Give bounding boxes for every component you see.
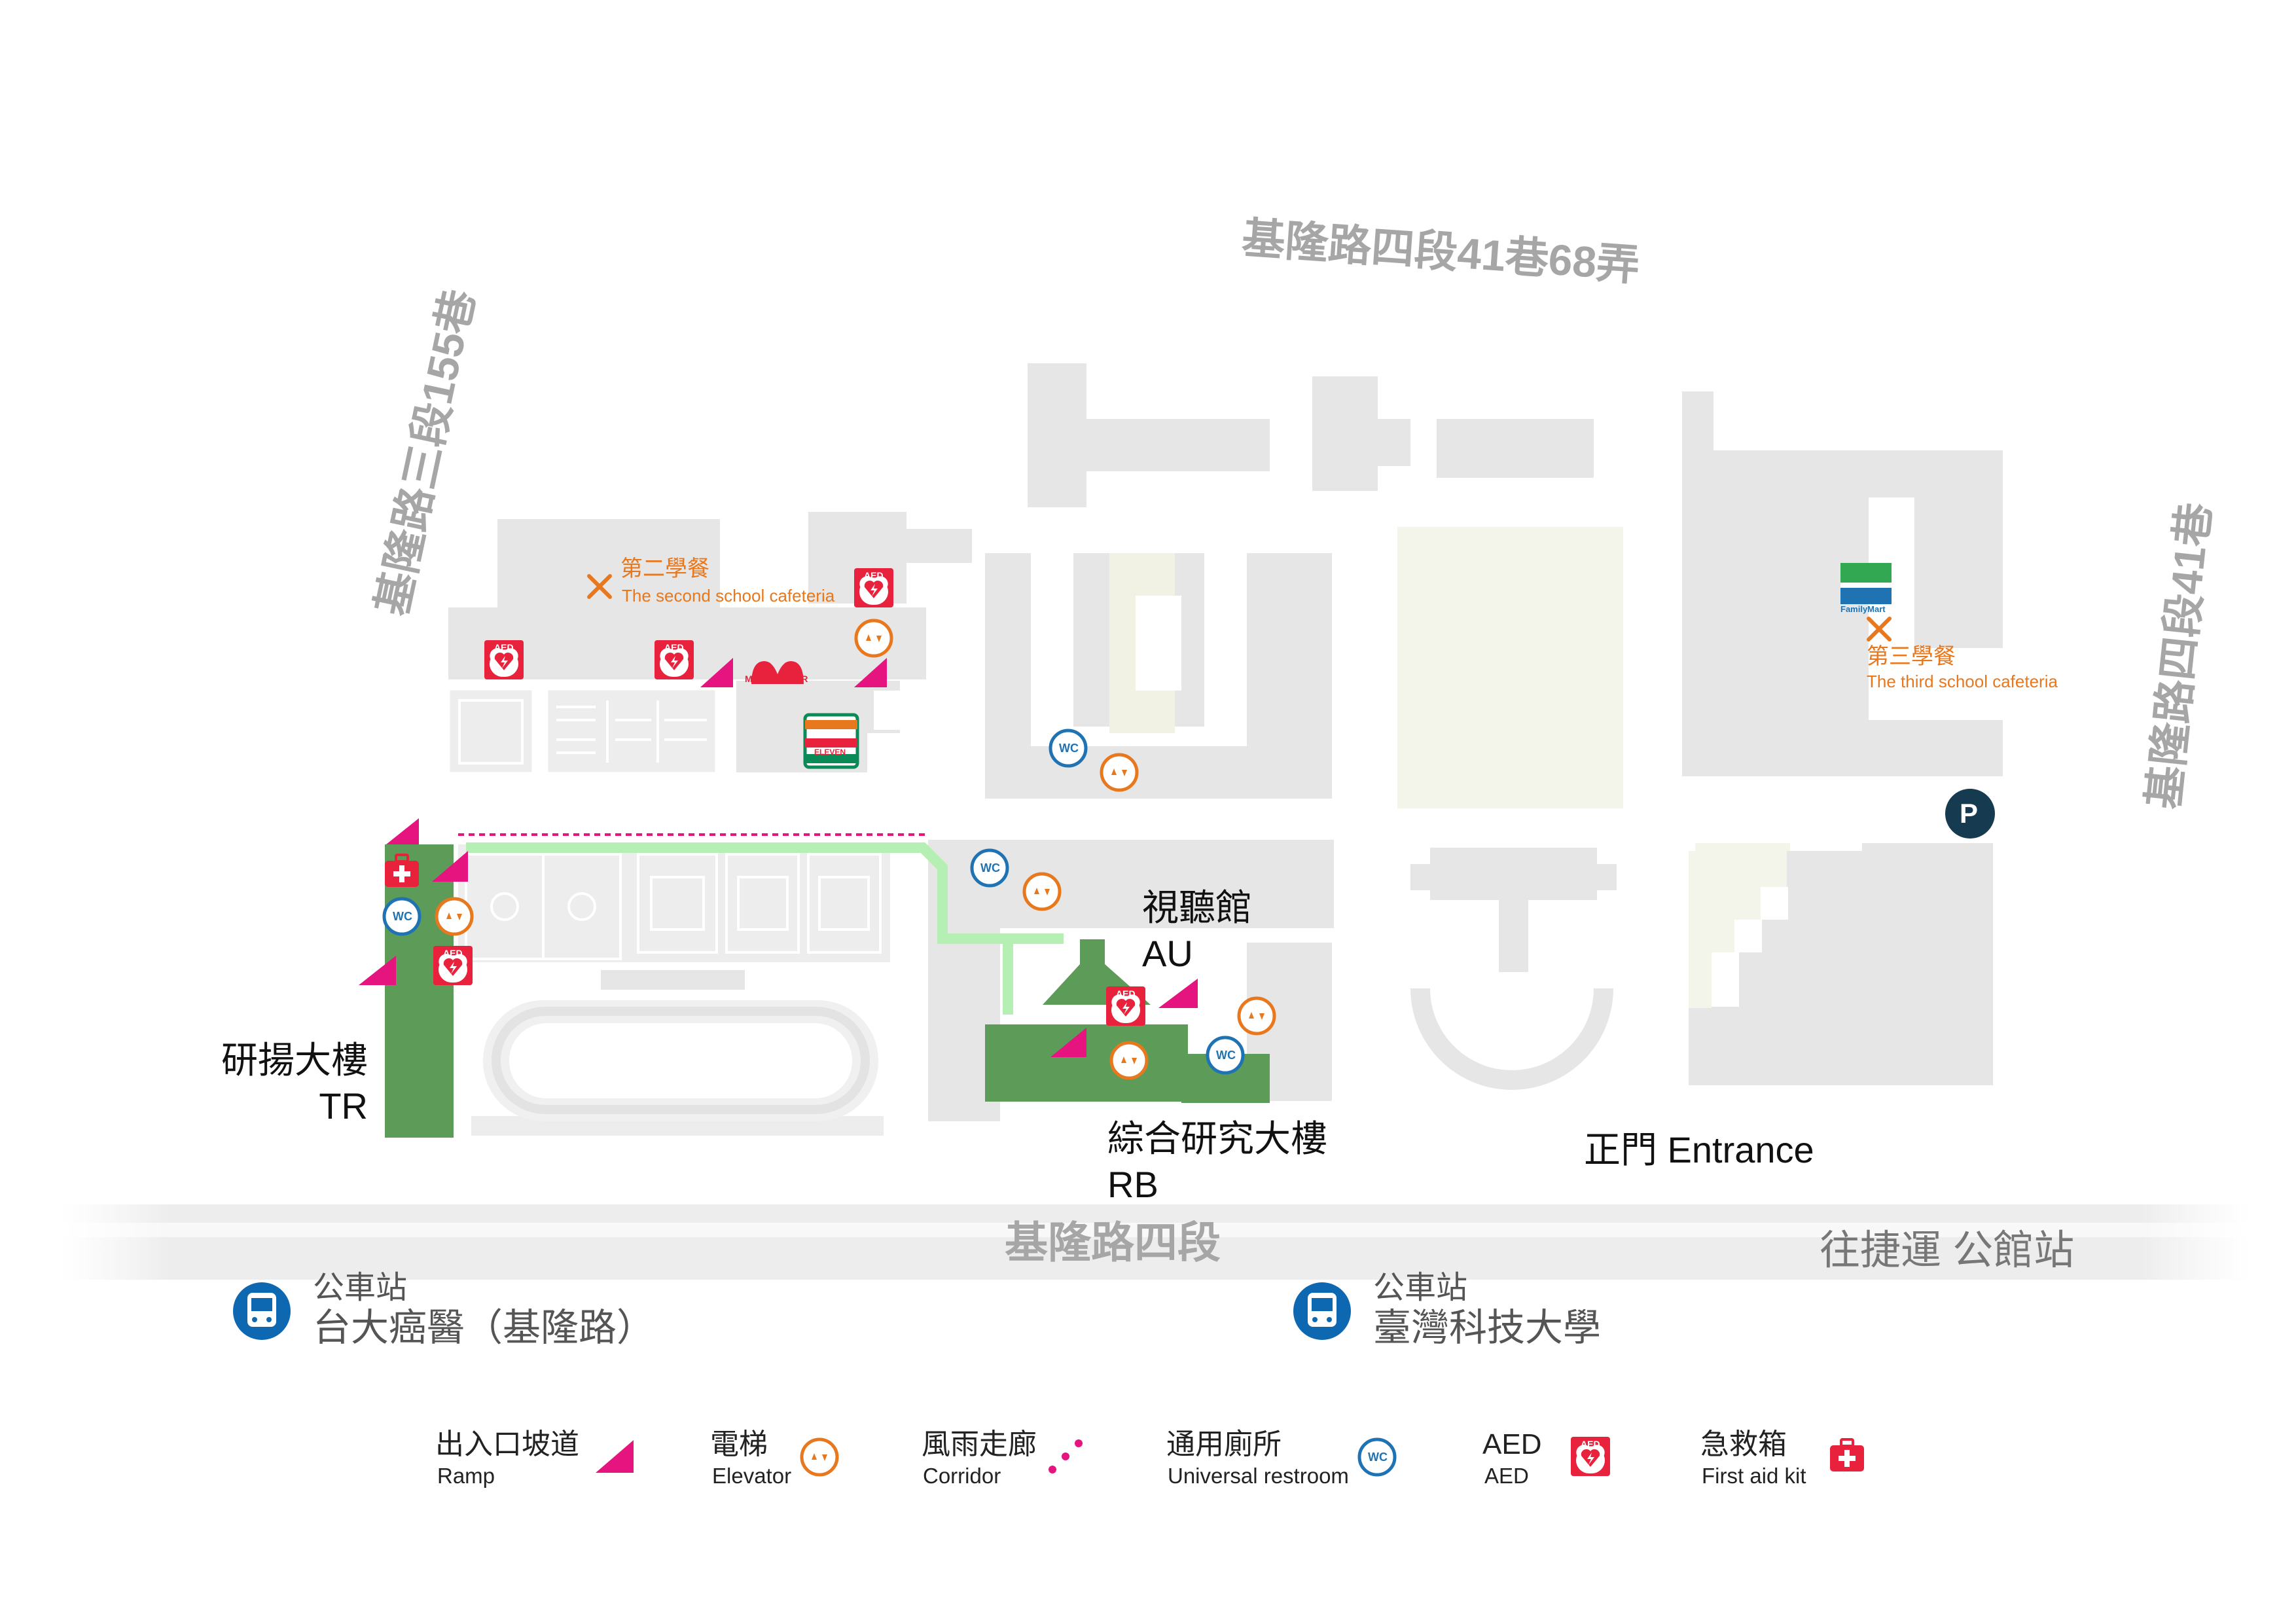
legend-elevator-zh: 電梯 bbox=[710, 1428, 768, 1460]
bus-stop-icon[interactable] bbox=[1293, 1282, 1351, 1340]
building-tr-label: 研揚大樓 TR bbox=[216, 1038, 368, 1129]
legend-corridor-zh: 風雨走廊 bbox=[922, 1428, 1037, 1460]
legend-aed-en: AED bbox=[1484, 1464, 1529, 1488]
building-au-zh: 視聽館 bbox=[1142, 887, 1252, 928]
legend-first-aid-en: First aid kit bbox=[1702, 1464, 1806, 1488]
bus-stop-icon[interactable] bbox=[233, 1282, 291, 1340]
bus-stop-type: 公車站 bbox=[313, 1271, 408, 1305]
ramp-markers bbox=[359, 658, 1198, 1057]
restroom-icon-label: WC bbox=[1216, 1049, 1236, 1062]
covered-corridor bbox=[466, 842, 1064, 944]
cafeteria-third-en: The third school cafeteria bbox=[1867, 672, 2058, 691]
parking-icon[interactable] bbox=[1945, 789, 1995, 839]
building-rb-label: 綜合研究大樓 RB bbox=[1107, 1116, 1327, 1208]
elevator-icon[interactable] bbox=[1024, 874, 1060, 909]
elevator-icon[interactable] bbox=[1239, 998, 1274, 1034]
legend-ramp-zh: 出入口坡道 bbox=[435, 1428, 579, 1460]
parking-label: P bbox=[1960, 798, 1979, 829]
elevator-icon[interactable] bbox=[856, 621, 891, 656]
mos-burger-logo bbox=[751, 661, 804, 684]
restroom-icon-label: WC bbox=[393, 910, 412, 923]
cafeteria-third-zh: 第三學餐 bbox=[1867, 644, 1956, 669]
elevator-icon[interactable] bbox=[1102, 755, 1137, 790]
bus-stop-type: 公車站 bbox=[1373, 1271, 1468, 1305]
main-road bbox=[59, 1204, 2251, 1280]
familymart-label: FamilyMart bbox=[1840, 604, 1886, 614]
seven-eleven-logo bbox=[803, 713, 859, 769]
cafeteria-second-en: The second school cafeteria bbox=[622, 586, 835, 605]
legend-aed-zh: AED bbox=[1482, 1428, 1542, 1460]
field bbox=[1397, 527, 1623, 808]
elevator-icon bbox=[802, 1439, 837, 1475]
restroom-icon-label: WC bbox=[1059, 742, 1079, 755]
elevator-icon[interactable] bbox=[1111, 1043, 1147, 1078]
mos-burger-label: MOS BURGER bbox=[745, 674, 808, 684]
cafeteria-icon bbox=[1867, 617, 1892, 641]
cafeteria-second-zh: 第二學餐 bbox=[620, 556, 709, 581]
aed-icon-label: AED bbox=[1581, 1439, 1600, 1449]
ramp-icon bbox=[596, 1440, 634, 1473]
bus-stop-name[interactable]: 臺灣科技大學 bbox=[1373, 1307, 1602, 1349]
aed-icon-label: AED bbox=[664, 642, 684, 653]
familymart-logo bbox=[1840, 563, 1892, 604]
legend-elevator-en: Elevator bbox=[712, 1464, 792, 1488]
cafeteria-icon bbox=[587, 574, 612, 599]
legend-corridor-en: Corridor bbox=[923, 1464, 1001, 1488]
corridor-icon bbox=[1049, 1439, 1083, 1473]
legend-restroom-en: Universal restroom bbox=[1168, 1464, 1349, 1488]
aed-icon-label: AED bbox=[494, 642, 514, 653]
legend-first-aid-zh: 急救箱 bbox=[1700, 1428, 1787, 1460]
aed-icon-label: AED bbox=[443, 948, 463, 958]
building-rb-en: RB bbox=[1107, 1164, 1158, 1205]
restroom-icon-label: WC bbox=[1368, 1451, 1388, 1464]
mrt-direction-label: 往捷運 公館站 bbox=[1820, 1228, 2075, 1273]
seven-eleven-label: ELEVEN bbox=[814, 748, 846, 757]
legend-ramp-en: Ramp bbox=[437, 1464, 495, 1488]
north-buildings bbox=[1028, 363, 2003, 776]
aed-icon-label: AED bbox=[864, 570, 884, 581]
accessible-buildings bbox=[385, 844, 1270, 1138]
aed-icon-label: AED bbox=[1116, 988, 1136, 999]
first-aid-icon bbox=[1829, 1438, 1865, 1473]
main-entrance-label: 正門 Entrance bbox=[1584, 1129, 1814, 1170]
building-tr-zh: 研揚大樓 bbox=[221, 1039, 368, 1081]
bus-stop-name[interactable]: 台大癌醫（基隆路） bbox=[313, 1307, 655, 1349]
building-au-en: AU bbox=[1142, 933, 1193, 974]
street-label-main: 基隆路四段 bbox=[1005, 1218, 1221, 1267]
building-au-label: 視聽館 AU bbox=[1142, 885, 1252, 977]
restroom-icon-label: WC bbox=[980, 861, 1000, 875]
legend-restroom-zh: 通用廁所 bbox=[1166, 1428, 1282, 1460]
elevator-icon[interactable] bbox=[437, 899, 472, 934]
building-tr-en: TR bbox=[319, 1085, 368, 1127]
building-rb-zh: 綜合研究大樓 bbox=[1107, 1118, 1327, 1159]
